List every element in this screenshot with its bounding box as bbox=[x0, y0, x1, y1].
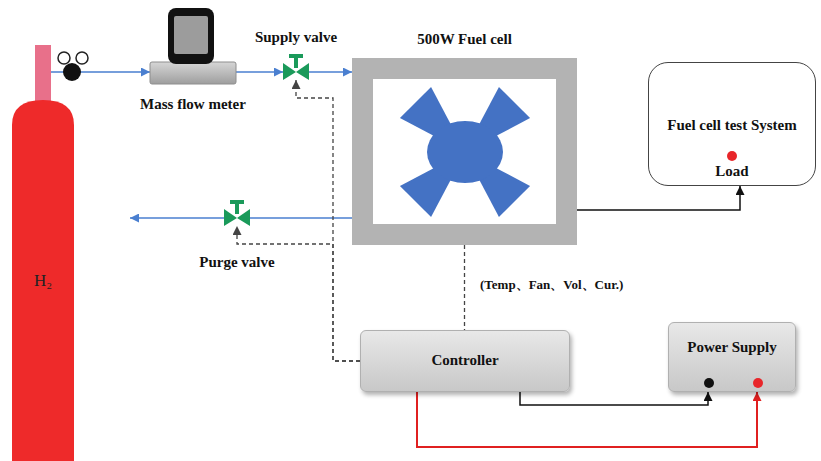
connector bbox=[236, 71, 283, 73]
node-label: Load bbox=[715, 163, 748, 180]
connector bbox=[250, 217, 352, 219]
gas-cylinder: H₂ bbox=[12, 100, 74, 461]
connector bbox=[43, 72, 150, 100]
node-label: Controller bbox=[431, 352, 498, 369]
connector bbox=[520, 392, 708, 405]
node-label: Power Supply bbox=[687, 339, 776, 356]
supply-valve: Supply valve bbox=[283, 54, 309, 80]
node-label: Supply valve bbox=[255, 29, 337, 46]
signal-label: (Temp、Fan、Vol、Cur.) bbox=[478, 276, 625, 294]
node-label: Fuel cell test System bbox=[667, 117, 797, 134]
fuel-cell: 500W Fuel cell bbox=[352, 58, 577, 245]
cylinder-neck bbox=[35, 45, 51, 105]
connector bbox=[237, 226, 360, 361]
mass-flow-meter: Mass flow meter bbox=[150, 8, 236, 84]
purge-valve: Purge valve bbox=[224, 200, 250, 226]
node-label: Purge valve bbox=[199, 254, 274, 271]
connector bbox=[464, 245, 465, 330]
exhaust-line bbox=[130, 217, 224, 219]
node-label: H₂ bbox=[34, 271, 52, 291]
test-system-box: Fuel cell test SystemLoad bbox=[648, 62, 816, 186]
mass-flow-meter bbox=[150, 8, 236, 84]
connector bbox=[417, 392, 757, 447]
positive-terminal bbox=[753, 378, 763, 388]
load-terminal bbox=[727, 151, 737, 161]
valve-symbol bbox=[224, 200, 250, 226]
connector bbox=[577, 186, 740, 210]
node-label: 500W Fuel cell bbox=[417, 31, 512, 48]
node-label: Mass flow meter bbox=[140, 96, 246, 113]
pressure-regulator bbox=[58, 52, 88, 81]
fuel-cell-stack bbox=[352, 58, 577, 245]
negative-terminal bbox=[704, 378, 714, 388]
connector bbox=[309, 71, 352, 73]
power-supply-box: Power Supply bbox=[668, 322, 796, 392]
connector bbox=[296, 80, 360, 361]
valve-symbol bbox=[283, 54, 309, 80]
controller-box: Controller bbox=[360, 330, 570, 392]
gas-cylinder bbox=[12, 100, 74, 461]
